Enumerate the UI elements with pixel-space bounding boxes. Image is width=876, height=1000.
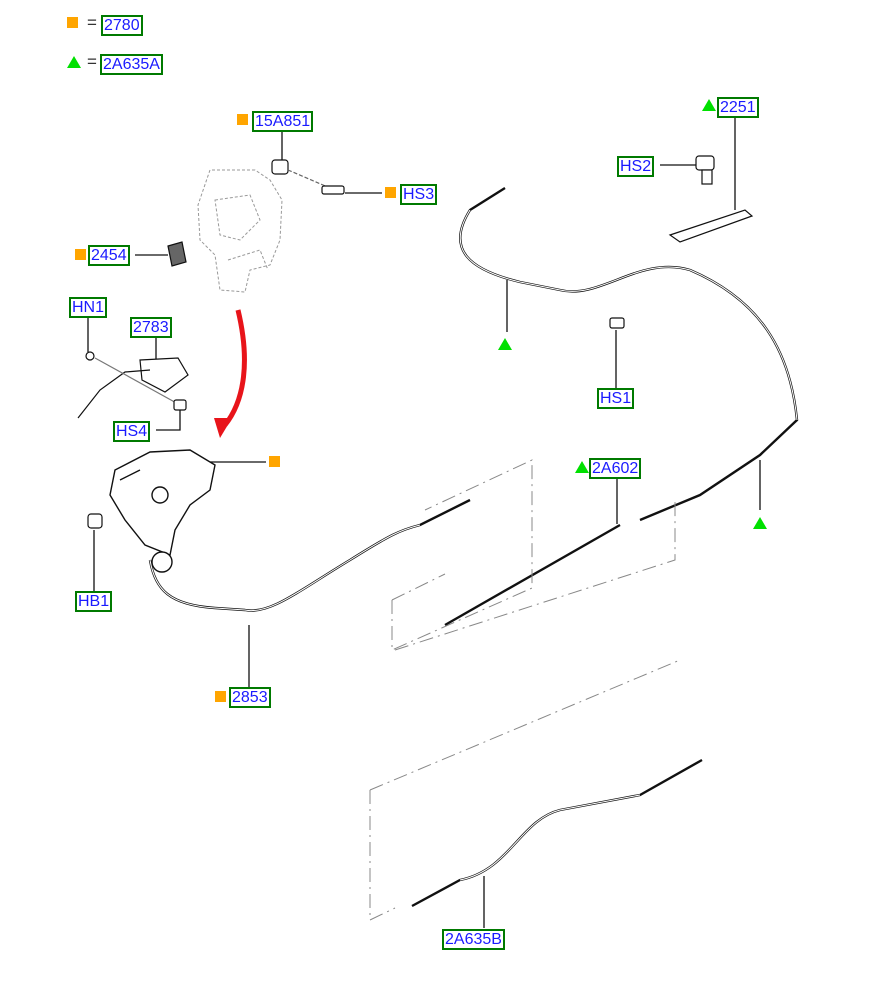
orange-square-icon — [385, 187, 396, 198]
callout-2A602[interactable]: 2A602 — [589, 458, 642, 479]
bolt-HS1 — [609, 317, 625, 329]
callout-HN1[interactable]: HN1 — [69, 297, 108, 318]
green-triangle-icon — [753, 517, 767, 529]
orange-square-icon — [269, 456, 280, 467]
callout-2A635B[interactable]: 2A635B — [442, 929, 505, 950]
bolt-HB1 — [87, 513, 103, 529]
rear-cable-2A635B — [411, 758, 703, 908]
parking-brake-lever-2780 — [109, 449, 216, 573]
leader-HS4 — [156, 408, 181, 431]
callout-2783[interactable]: 2783 — [130, 317, 172, 338]
callout-2454[interactable]: 2454 — [88, 245, 130, 266]
green-triangle-icon — [702, 99, 716, 111]
orange-square-icon — [75, 249, 86, 260]
green-triangle-icon — [575, 461, 589, 473]
orange-square-icon — [67, 17, 78, 28]
red-arrow — [223, 309, 247, 427]
red-arrowhead — [214, 418, 232, 438]
callout-15A851[interactable]: 15A851 — [252, 111, 314, 132]
orange-square-icon — [237, 114, 248, 125]
callout-HB1[interactable]: HB1 — [75, 591, 113, 612]
callout-HS1[interactable]: HS1 — [597, 388, 635, 409]
callout-2853[interactable]: 2853 — [229, 687, 271, 708]
callout-HS2[interactable]: HS2 — [617, 156, 655, 177]
bolt-HS3 — [321, 185, 345, 195]
bolt-HS4 — [173, 399, 187, 411]
orange-square-icon — [215, 691, 226, 702]
callout-HS3[interactable]: HS3 — [400, 184, 438, 205]
green-triangle-icon — [498, 338, 512, 350]
box-front-group — [391, 459, 533, 651]
pedal-ghost-outline — [197, 169, 283, 293]
front-cable-2853 — [148, 498, 471, 612]
pad-2454 — [167, 241, 187, 267]
legend-equals: = — [87, 13, 97, 32]
legend-part-2A635A[interactable]: 2A635A — [100, 54, 163, 75]
switch-15A851 — [271, 159, 289, 175]
nut-HN1 — [85, 351, 95, 361]
bracket-2783 — [139, 357, 189, 393]
callout-HS4[interactable]: HS4 — [113, 421, 151, 442]
legend-equals: = — [87, 52, 97, 71]
green-triangle-icon — [67, 56, 81, 68]
bolt-HS2 — [695, 155, 715, 171]
bracket-2251 — [668, 209, 754, 243]
legend-part-2780[interactable]: 2780 — [101, 15, 143, 36]
callout-2251[interactable]: 2251 — [717, 97, 759, 118]
